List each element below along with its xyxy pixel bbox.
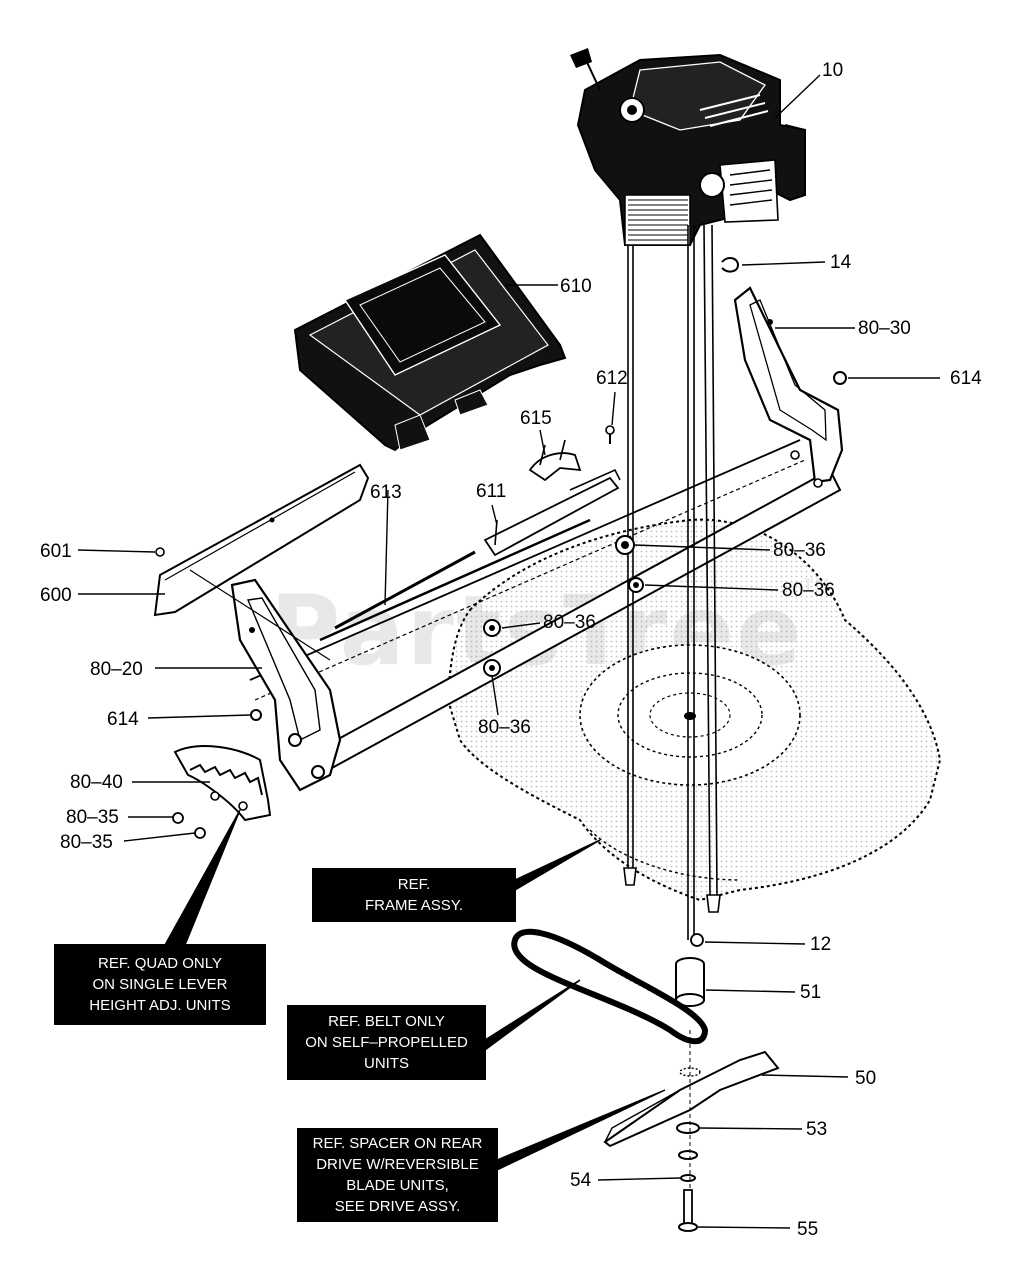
ref-spacer-line4: SEE DRIVE ASSY. [334, 1198, 461, 1215]
height-quadrant [173, 745, 272, 822]
label-600: 600 [40, 585, 72, 606]
hardware [172, 257, 847, 947]
ref-belt-line3: UNITS [364, 1055, 409, 1072]
ref-quad-line3: HEIGHT ADJ. UNITS [89, 997, 231, 1014]
rear-flap [153, 463, 370, 661]
label-614-left: 614 [107, 709, 139, 730]
label-50: 50 [855, 1068, 876, 1089]
leader-lines [77, 74, 940, 1229]
ref-spacer: REF. SPACER ON REAR DRIVE W/REVERSIBLE B… [297, 1128, 498, 1222]
ref-belt: REF. BELT ONLY ON SELF–PROPELLED UNITS [287, 1005, 486, 1080]
label-10: 10 [822, 60, 843, 81]
label-80-36-d: 80–36 [478, 717, 531, 738]
label-615: 615 [520, 408, 552, 429]
label-613: 613 [370, 482, 402, 503]
label-614-right: 614 [950, 368, 982, 389]
label-80-20: 80–20 [90, 659, 143, 680]
label-55: 55 [797, 1219, 818, 1240]
label-80-40: 80–40 [70, 772, 123, 793]
label-53: 53 [806, 1119, 827, 1140]
drive-belt [511, 928, 709, 1045]
label-612: 612 [596, 368, 628, 389]
part-labels: 10 14 610 80–30 614 612 615 611 613 601 … [40, 60, 982, 1240]
ref-spacer-line1: REF. SPACER ON REAR [312, 1135, 483, 1152]
label-51: 51 [800, 982, 821, 1003]
engine-bolts [623, 224, 721, 940]
label-14: 14 [830, 252, 852, 273]
label-80-30: 80–30 [858, 318, 911, 339]
hinge-rod [334, 550, 476, 630]
ref-spacer-line2: DRIVE W/REVERSIBLE [316, 1156, 479, 1173]
blade-adapter [675, 957, 705, 1007]
label-54: 54 [570, 1170, 592, 1191]
label-80-36-b: 80–36 [782, 580, 835, 601]
ref-frame-line1: REF. [397, 876, 431, 893]
ref-frame-line2: FRAME ASSY. [364, 897, 464, 914]
blade-hardware [676, 1030, 700, 1232]
height-bracket-right [733, 286, 844, 488]
engine [570, 48, 806, 246]
hinge-bracket [483, 468, 621, 557]
ref-quad-line2: ON SINGLE LEVER [92, 976, 228, 993]
height-bracket-left [230, 578, 342, 792]
ref-belt-line1: REF. BELT ONLY [328, 1013, 445, 1030]
ref-quad-line1: REF. QUAD ONLY [98, 955, 222, 972]
torsion-spring [528, 439, 582, 482]
ref-belt-line2: ON SELF–PROPELLED [305, 1034, 468, 1051]
grass-bag-cover [293, 233, 567, 452]
label-611: 611 [476, 481, 506, 502]
ref-frame-assy: REF. FRAME ASSY. [312, 868, 516, 922]
label-12: 12 [810, 934, 831, 955]
label-601: 601 [40, 541, 72, 562]
label-80-35-b: 80–35 [60, 832, 113, 853]
ref-quad: REF. QUAD ONLY ON SINGLE LEVER HEIGHT AD… [54, 944, 266, 1025]
ref-spacer-line3: BLADE UNITS, [346, 1177, 449, 1194]
label-80-36-c: 80–36 [543, 612, 596, 633]
label-610: 610 [560, 276, 592, 297]
label-80-35-a: 80–35 [66, 807, 119, 828]
label-80-36-a: 80–36 [773, 540, 826, 561]
